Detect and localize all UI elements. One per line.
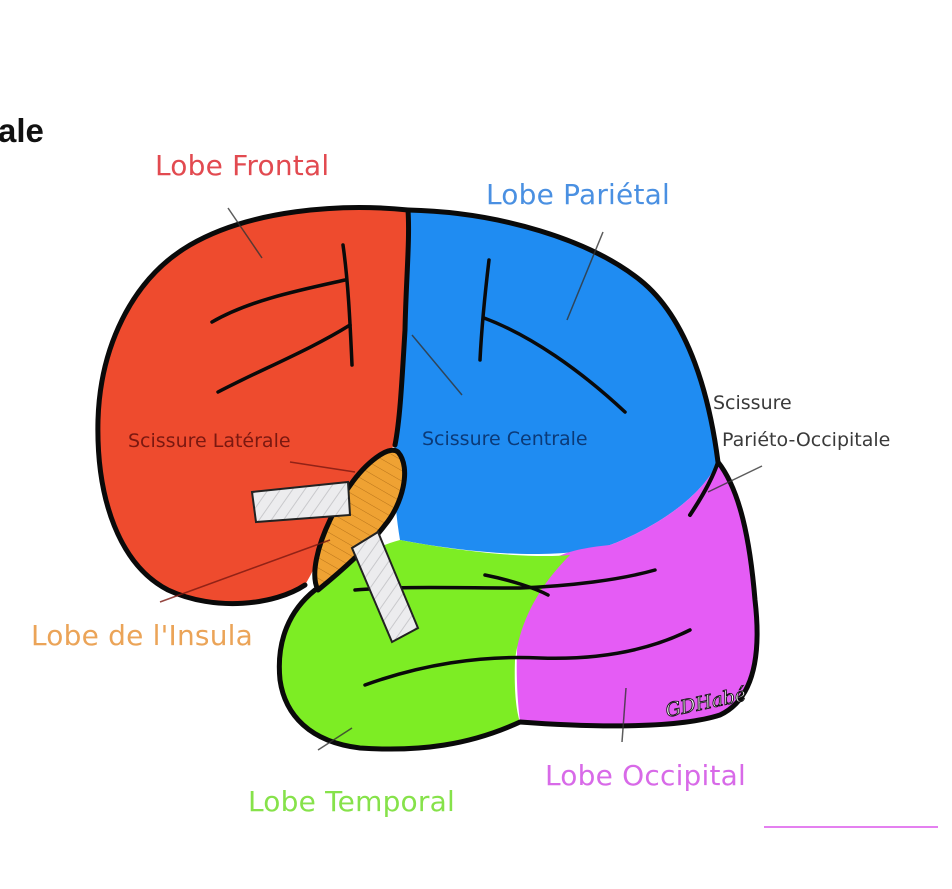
leader-lateral (289, 461, 356, 473)
temporal-sulcus-3 (483, 573, 550, 597)
brain-outline-top (95, 205, 411, 607)
label-scissure-po-line2: Pariéto-Occipitale (722, 429, 891, 451)
leader-insula (159, 539, 331, 603)
leader-parieto-occipital (707, 465, 763, 493)
temporal-sulcus-2 (363, 628, 692, 687)
parietal-lobe (394, 210, 718, 555)
label-lobe-insula: Lobe de l'Insula (31, 619, 253, 652)
temporal-lobe (279, 540, 570, 750)
leader-central (411, 334, 463, 396)
retractor-bar-diagonal (350, 530, 420, 644)
parietal-sulcus-vertical (478, 258, 491, 362)
leader-temporal (317, 727, 353, 751)
leader-parietal (566, 231, 604, 321)
lateral-sulcus-line (312, 447, 408, 593)
leader-frontal (227, 207, 263, 259)
parieto-occipital-sulcus-line (688, 460, 720, 517)
frontal-sulcus-1 (210, 278, 347, 324)
label-lobe-temporal: Lobe Temporal (248, 785, 455, 818)
occipital-lobe (516, 462, 758, 726)
label-scissure-po-line1: Scissure (713, 392, 792, 414)
leader-occipital (621, 687, 627, 743)
retractor-bar-horizontal (250, 480, 352, 524)
label-lobe-frontal: Lobe Frontal (155, 149, 330, 182)
parietal-sulcus-diagonal (482, 316, 627, 414)
label-scissure-centrale: Scissure Centrale (422, 428, 588, 450)
frontal-sulcus-vertical (341, 243, 354, 367)
label-scissure-laterale: Scissure Latérale (128, 430, 291, 452)
heading-fragment: ale (0, 112, 44, 149)
label-lobe-occipital: Lobe Occipital (545, 759, 747, 792)
brain-outline-parietal (276, 207, 760, 752)
insula-lobe (314, 450, 405, 590)
frontal-sulcus-2 (216, 323, 352, 394)
label-lobe-parietal: Lobe Pariétal (486, 178, 670, 211)
central-sulcus-line (392, 207, 412, 448)
